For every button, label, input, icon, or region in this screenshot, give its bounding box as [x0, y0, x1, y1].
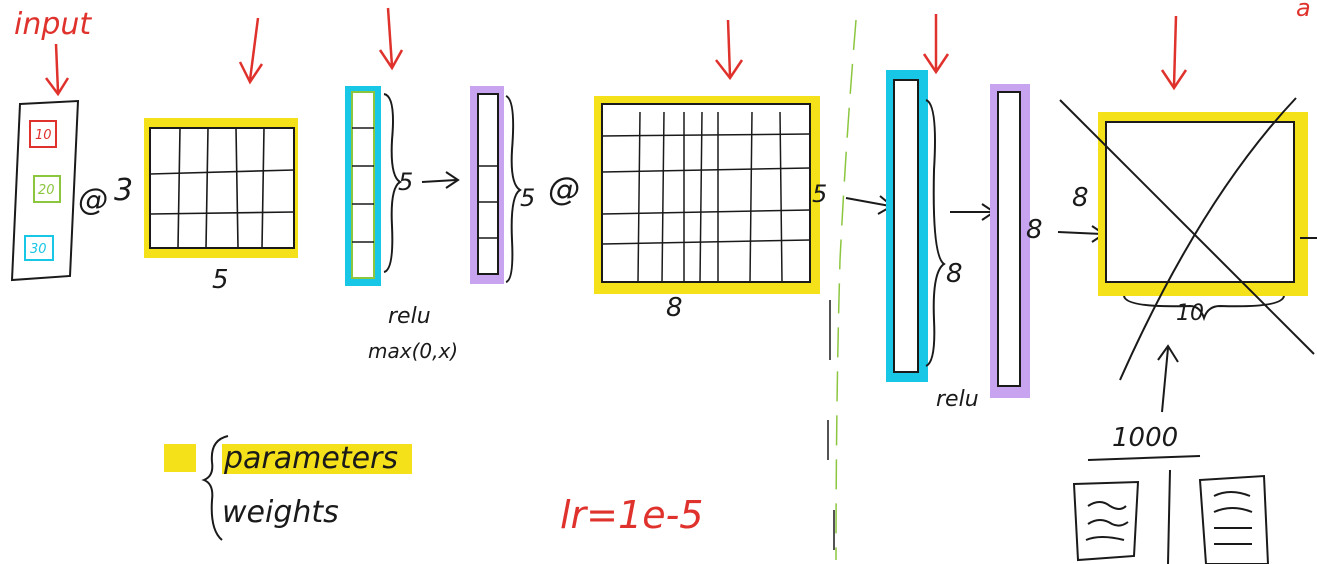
red-arrow-2	[378, 7, 404, 71]
arrow-to-weight-3	[1057, 225, 1106, 243]
activation-1-vector	[477, 93, 499, 275]
relu-label-1: relu	[388, 304, 431, 329]
weight-matrix-2-grid	[601, 111, 811, 283]
arrow-up-to-matrix	[1157, 344, 1179, 413]
input-value-2: 20	[38, 183, 55, 198]
activation-2-dim: 8	[1026, 215, 1043, 245]
weight-matrix-3	[1105, 121, 1295, 283]
bias-1-dim: 5	[398, 168, 413, 196]
learning-rate-note: lr=1e-5	[560, 493, 703, 537]
input-value-box-3	[24, 235, 54, 261]
legend-parameters-highlight	[222, 444, 412, 474]
input-value-3: 30	[30, 242, 47, 257]
cut-off-letter: a	[1296, 0, 1311, 22]
legend-parameters: parameters	[223, 441, 398, 476]
activation-2-vector	[997, 91, 1021, 387]
input-label: input	[14, 7, 92, 42]
input-value-1: 10	[35, 128, 52, 143]
sample-count-underline	[1087, 455, 1201, 461]
arrow-to-bias-2	[845, 195, 894, 215]
weight-matrix-1	[149, 127, 295, 249]
activation-1-brace	[505, 95, 522, 283]
sample-document-2	[1198, 474, 1270, 564]
red-arrow-4	[922, 14, 950, 75]
weight-matrix-2-rows: 5	[812, 180, 827, 208]
relu-formula: max(0,x)	[368, 339, 458, 363]
bias-1-cells	[352, 127, 374, 243]
bias-2-dim: 8	[946, 259, 963, 289]
weight-matrix-3-brace	[1123, 295, 1285, 322]
weight-matrix-3-rows: 8	[1072, 183, 1089, 213]
arrow-to-activation-2	[950, 203, 996, 221]
red-arrow-5	[1160, 15, 1188, 91]
red-arrow-1	[238, 17, 264, 85]
bias-2-brace	[925, 99, 946, 367]
input-value-box-2	[33, 175, 61, 203]
sample-count: 1000	[1112, 423, 1178, 453]
arrow-to-activation-1	[421, 171, 460, 189]
weight-matrix-2	[601, 103, 811, 283]
matmul-multiplier: 3	[114, 173, 133, 208]
relu-label-2: relu	[936, 387, 979, 412]
legend-brace	[201, 435, 229, 541]
matmul-symbol-2: @	[548, 170, 580, 208]
matmul-symbol-1: @	[78, 183, 108, 218]
sample-document-1	[1072, 480, 1140, 562]
weight-matrix-3-width: 10	[1176, 301, 1204, 326]
bias-1-vector	[351, 91, 375, 279]
bias-1-brace	[383, 93, 402, 273]
activation-1-dim: 5	[520, 184, 535, 212]
separator-line	[835, 19, 857, 561]
input-arrow	[45, 43, 70, 97]
weight-matrix-1-width: 5	[212, 265, 229, 295]
document-divider	[1167, 469, 1171, 564]
input-vector	[10, 99, 80, 282]
input-value-box-1	[29, 120, 57, 148]
legend-highlight-swatch	[164, 444, 196, 472]
legend-weights: weights	[222, 495, 339, 530]
activation-1-cells	[478, 165, 498, 239]
separator-line-dark	[827, 300, 835, 550]
weight-matrix-1-grid	[149, 127, 295, 249]
red-arrow-3	[715, 19, 744, 81]
weight-matrix-2-width: 8	[666, 293, 683, 323]
cross-out-mark	[1059, 97, 1315, 381]
bias-2-vector	[893, 79, 919, 373]
